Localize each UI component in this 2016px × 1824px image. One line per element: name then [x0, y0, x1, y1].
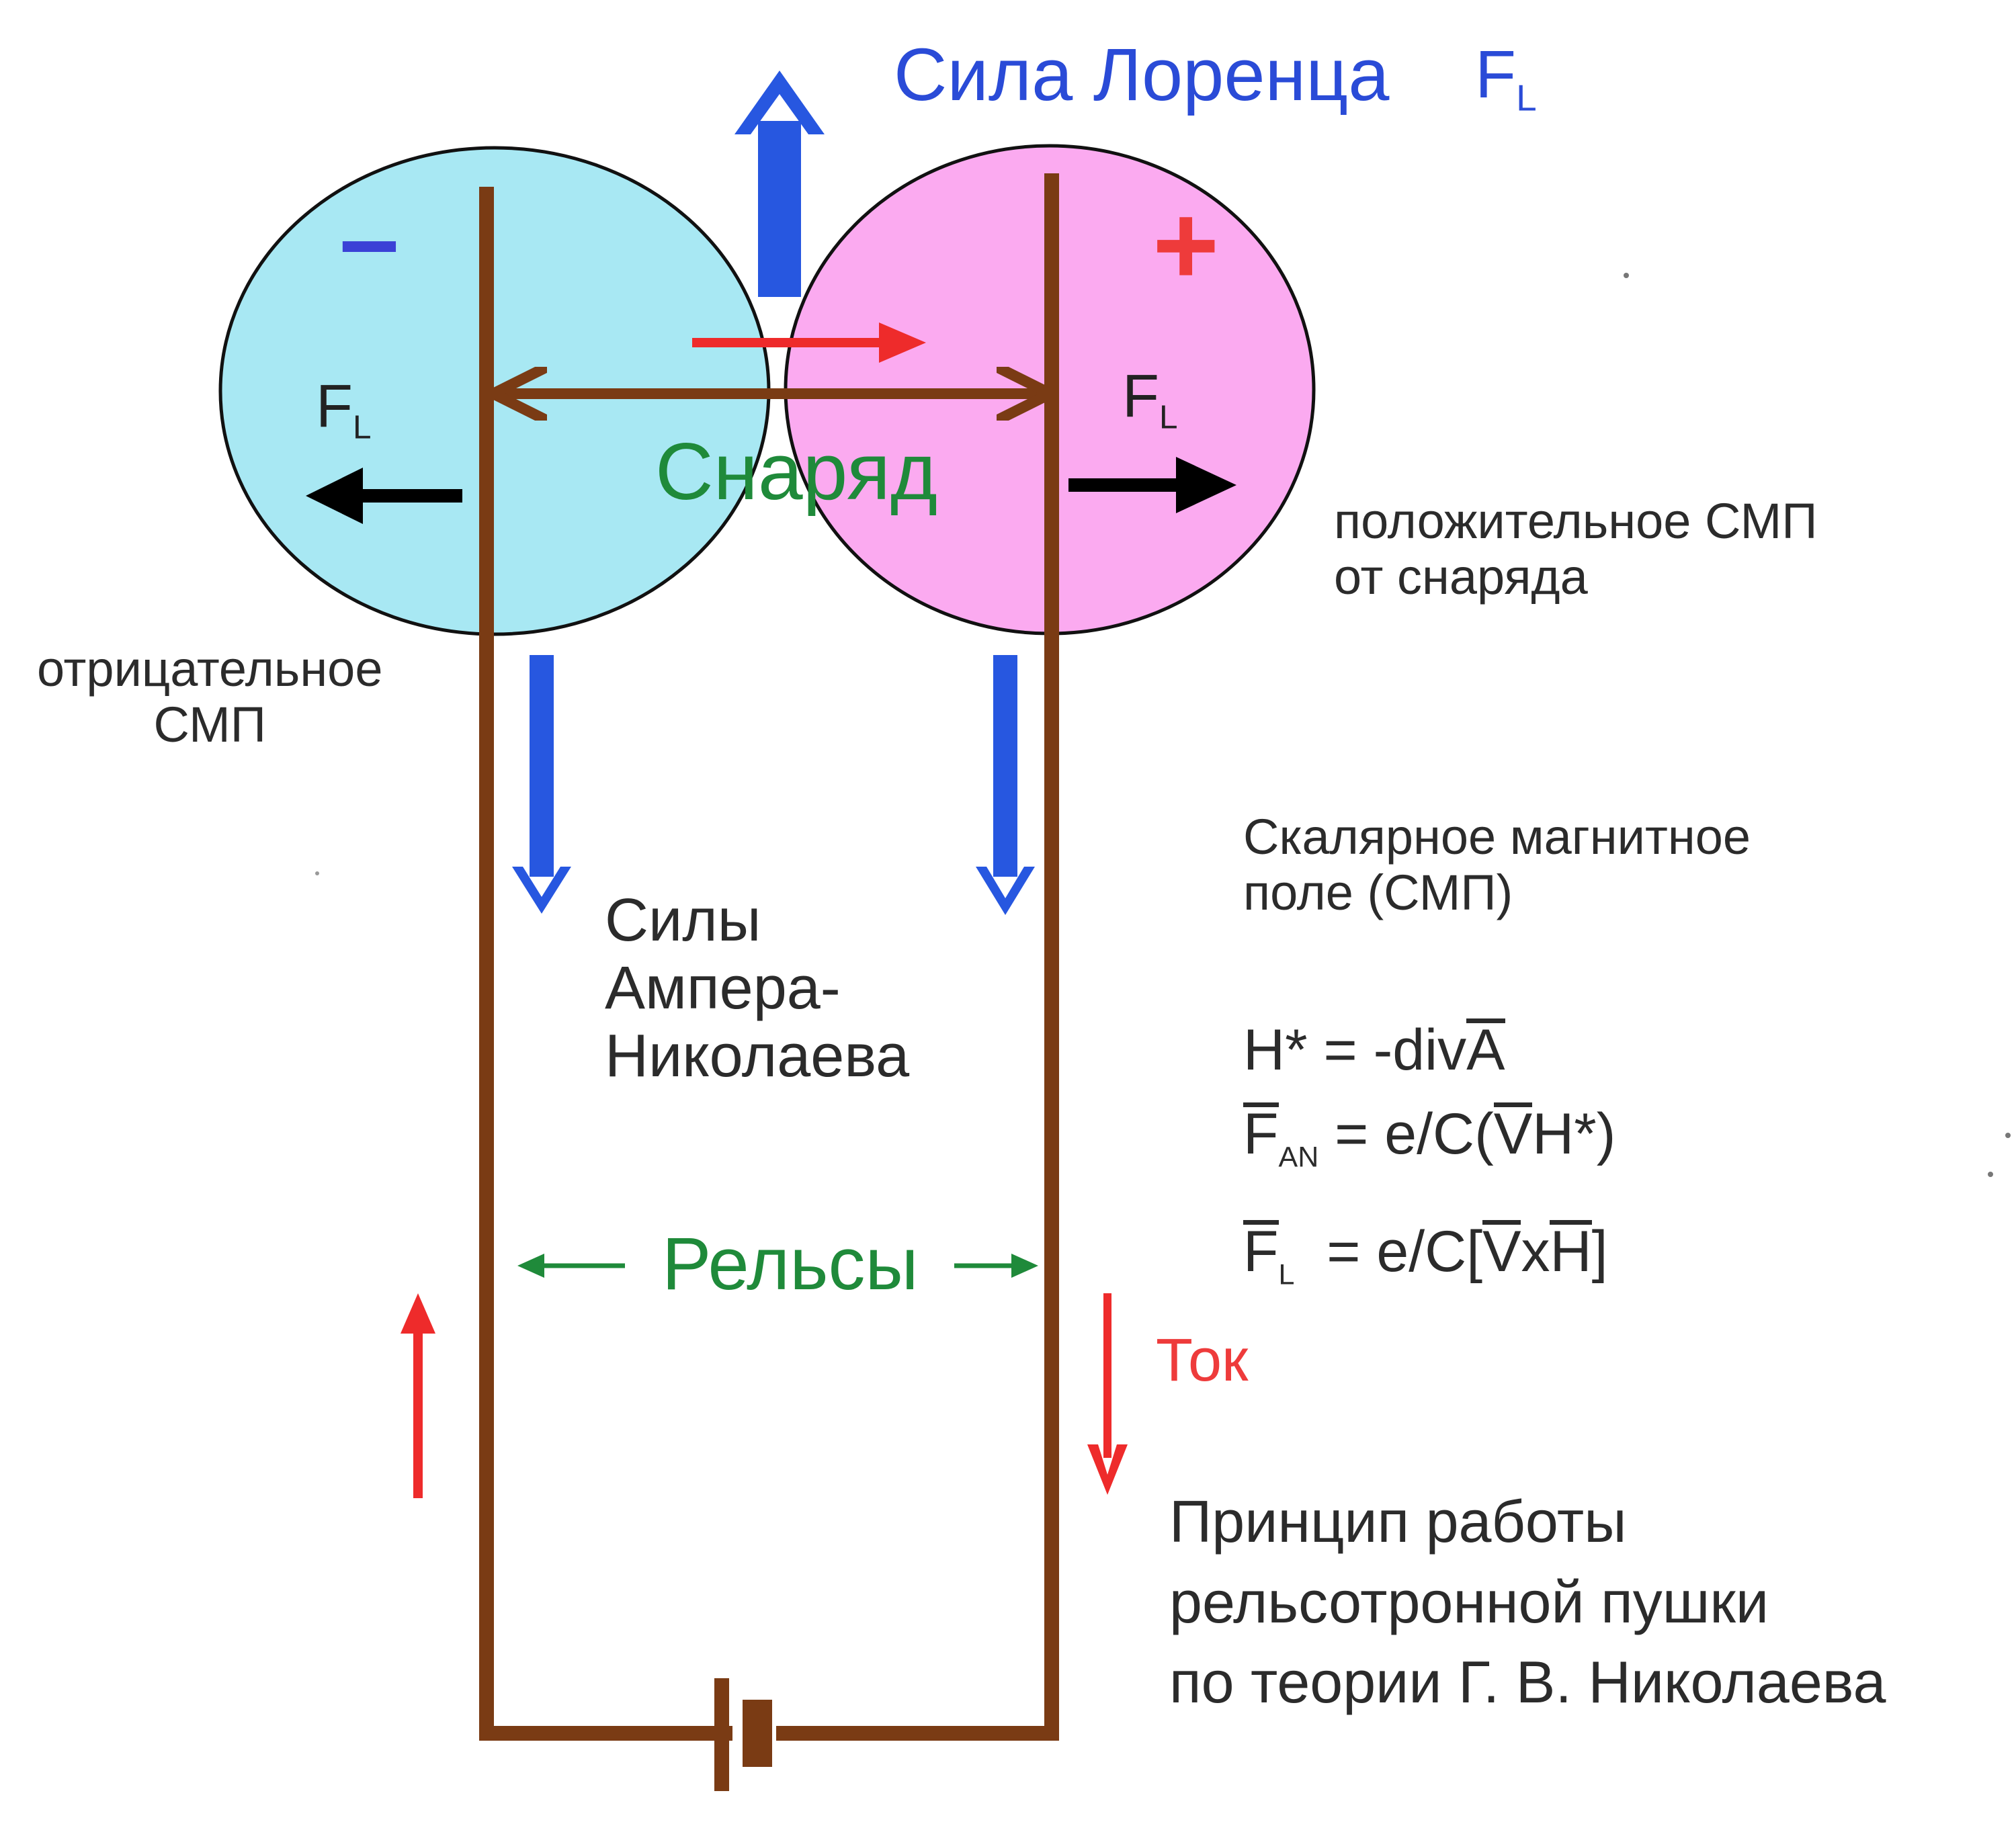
rails-arrow-left: [517, 1254, 625, 1278]
speck: [2005, 1133, 2011, 1138]
ampere-arrow-right: [976, 655, 1035, 915]
battery-icon: [714, 1678, 772, 1791]
speck: [1624, 273, 1629, 278]
projectile-label: Снаряд: [655, 427, 938, 517]
formula-f-l: FL = e/C[VxH]: [1243, 1219, 1608, 1291]
formula-f-an: FAN = e/C(VH*): [1243, 1102, 1616, 1174]
current-arrow-down: [1087, 1293, 1128, 1495]
negative-sign: –: [339, 178, 399, 298]
formula-h-star: H* = -divA: [1243, 1018, 1505, 1082]
lorentz-force-title: Сила Лоренца: [894, 34, 1390, 116]
scalar-field-label: Скалярное магнитное поле (СМП): [1243, 809, 1751, 920]
right-force-arrow: [1068, 457, 1236, 513]
left-force-arrow: [306, 468, 462, 524]
rail-circuit: [479, 173, 1059, 1741]
positive-sign: +: [1152, 181, 1220, 309]
ampere-arrow-left: [512, 655, 571, 914]
lorentz-force-symbol: FL: [1475, 37, 1537, 119]
ampere-nikolaev-label: Силы Ампера- Николаева: [605, 887, 910, 1090]
left-force-label: FL: [316, 373, 372, 446]
rails-label: Рельсы: [662, 1223, 919, 1305]
current-label: Ток: [1156, 1327, 1249, 1394]
speck: [1988, 1172, 1993, 1177]
negative-field-caption: отрицательное СМП: [37, 641, 383, 752]
current-arrow-up: [401, 1293, 435, 1498]
positive-field-caption: положительное СМП от снаряда: [1334, 493, 1818, 605]
rails-arrow-right: [954, 1254, 1038, 1278]
speck: [315, 871, 319, 875]
right-force-label: FL: [1122, 363, 1178, 436]
red-current-arrow-top: [692, 322, 926, 363]
principle-caption: Принцип работы рельсотронной пушки по те…: [1169, 1488, 1886, 1716]
lorentz-up-arrow: [734, 71, 825, 297]
